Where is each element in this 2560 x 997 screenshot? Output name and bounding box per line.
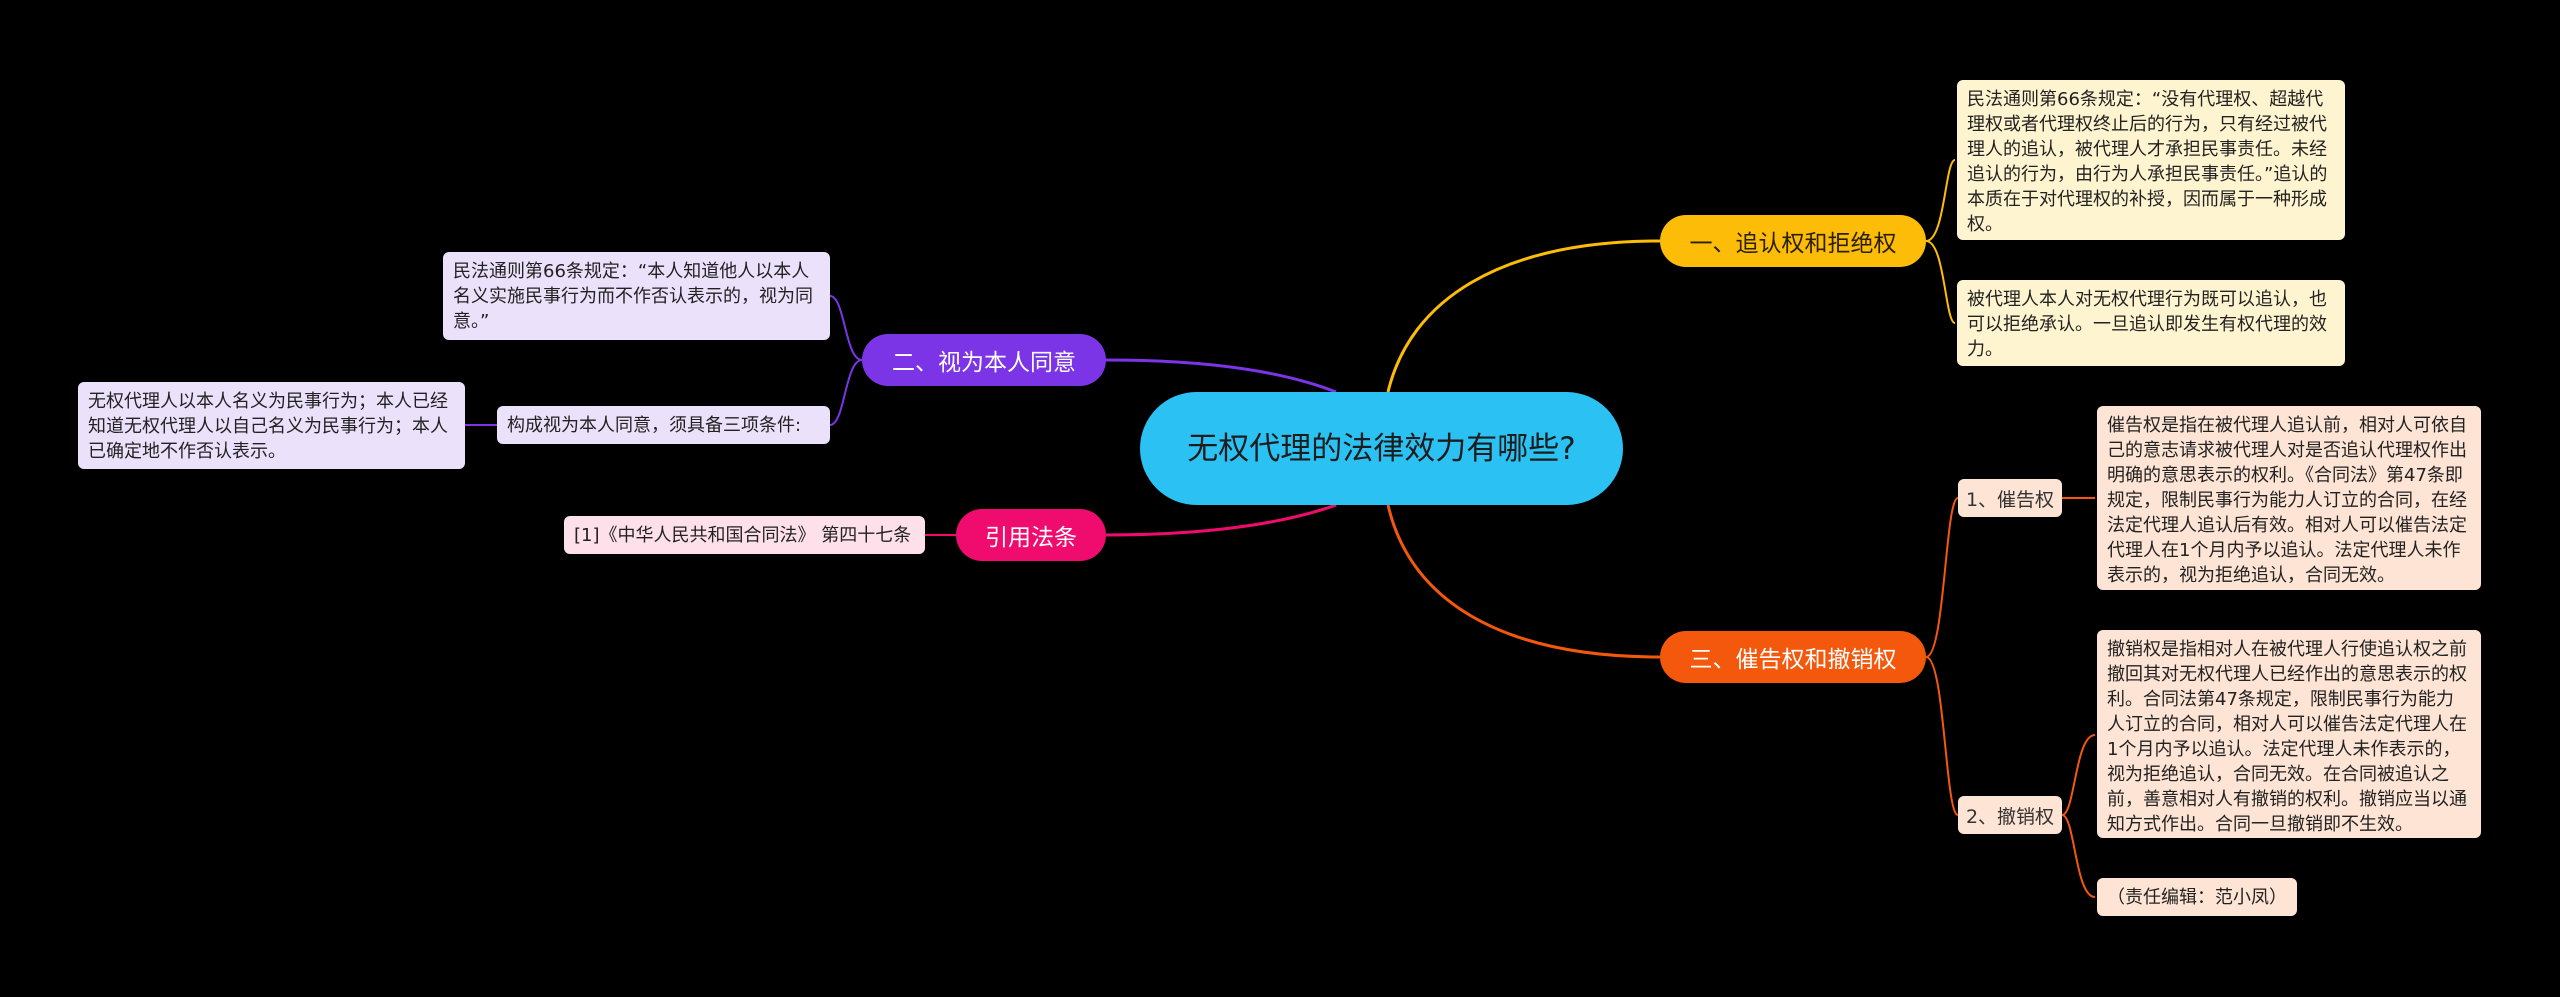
connector-center-branch1 [1386,239,1661,393]
connector-branch2-sub [829,359,863,426]
connector-branch4-sub2 [1925,656,1959,816]
leaf-demand-right-definition[interactable]: 催告权是指在被代理人追认前，相对人可依自己的意志请求被代理人对是否追认代理权作出… [2097,406,2481,590]
central-topic[interactable]: 无权代理的法律效力有哪些? [1140,392,1623,505]
leaf-deemed-consent-conditions[interactable]: 无权代理人以本人名义为民事行为；本人已经知道无权代理人以自己名义为民事行为；本人… [78,382,465,469]
connector-sub2-leaf2 [2061,814,2096,898]
sub-demand-right[interactable]: 1、催告权 [1958,479,2062,517]
sub-deemed-consent-conditions[interactable]: 构成视为本人同意，须具备三项条件: [497,406,830,444]
branch-deemed-consent[interactable]: 二、视为本人同意 [862,334,1106,386]
connector-branch4-sub1 [1925,497,1959,658]
branch-label: 三、催告权和撤销权 [1689,647,1897,673]
connector-center-branch3 [1105,503,1337,537]
connector-branch1-leaf2 [1925,240,1956,324]
branch-cited-statutes[interactable]: 引用法条 [956,509,1106,561]
leaf-ratification-definition[interactable]: 民法通则第66条规定：“没有代理权、超越代理权或者代理权终止后的行为，只有经过被… [1957,80,2345,240]
branch-label: 引用法条 [985,525,1077,551]
connector-branch2-leaf1 [829,295,863,361]
sub-revocation-right[interactable]: 2、撤销权 [1958,796,2062,834]
branch-ratification-and-refusal[interactable]: 一、追认权和拒绝权 [1660,215,1926,267]
branch-label: 一、追认权和拒绝权 [1689,231,1897,257]
connector-sub2-leaf1 [2061,734,2096,816]
leaf-revocation-right-definition[interactable]: 撤销权是指相对人在被代理人行使追认权之前撤回其对无权代理人已经作出的意思表示的权… [2097,630,2481,838]
branch-demand-and-revocation[interactable]: 三、催告权和撤销权 [1660,631,1926,683]
branch-label: 二、视为本人同意 [892,350,1076,376]
connector-center-branch2 [1105,358,1337,394]
leaf-ratification-effect[interactable]: 被代理人本人对无权代理行为既可以追认，也可以拒绝承认。一旦追认即发生有权代理的效… [1957,280,2345,366]
leaf-responsible-editor[interactable]: （责任编辑：范小凤） [2097,878,2297,916]
central-topic-text: 无权代理的法律效力有哪些? [1187,430,1576,467]
leaf-contract-law-article-47[interactable]: [1]《中华人民共和国合同法》 第四十七条 [564,516,925,554]
connector-branch1-leaf1 [1925,159,1956,242]
leaf-deemed-consent-article[interactable]: 民法通则第66条规定：“本人知道他人以本人名义实施民事行为而不作否认表示的，视为… [443,252,830,340]
connector-center-branch4 [1386,504,1661,659]
